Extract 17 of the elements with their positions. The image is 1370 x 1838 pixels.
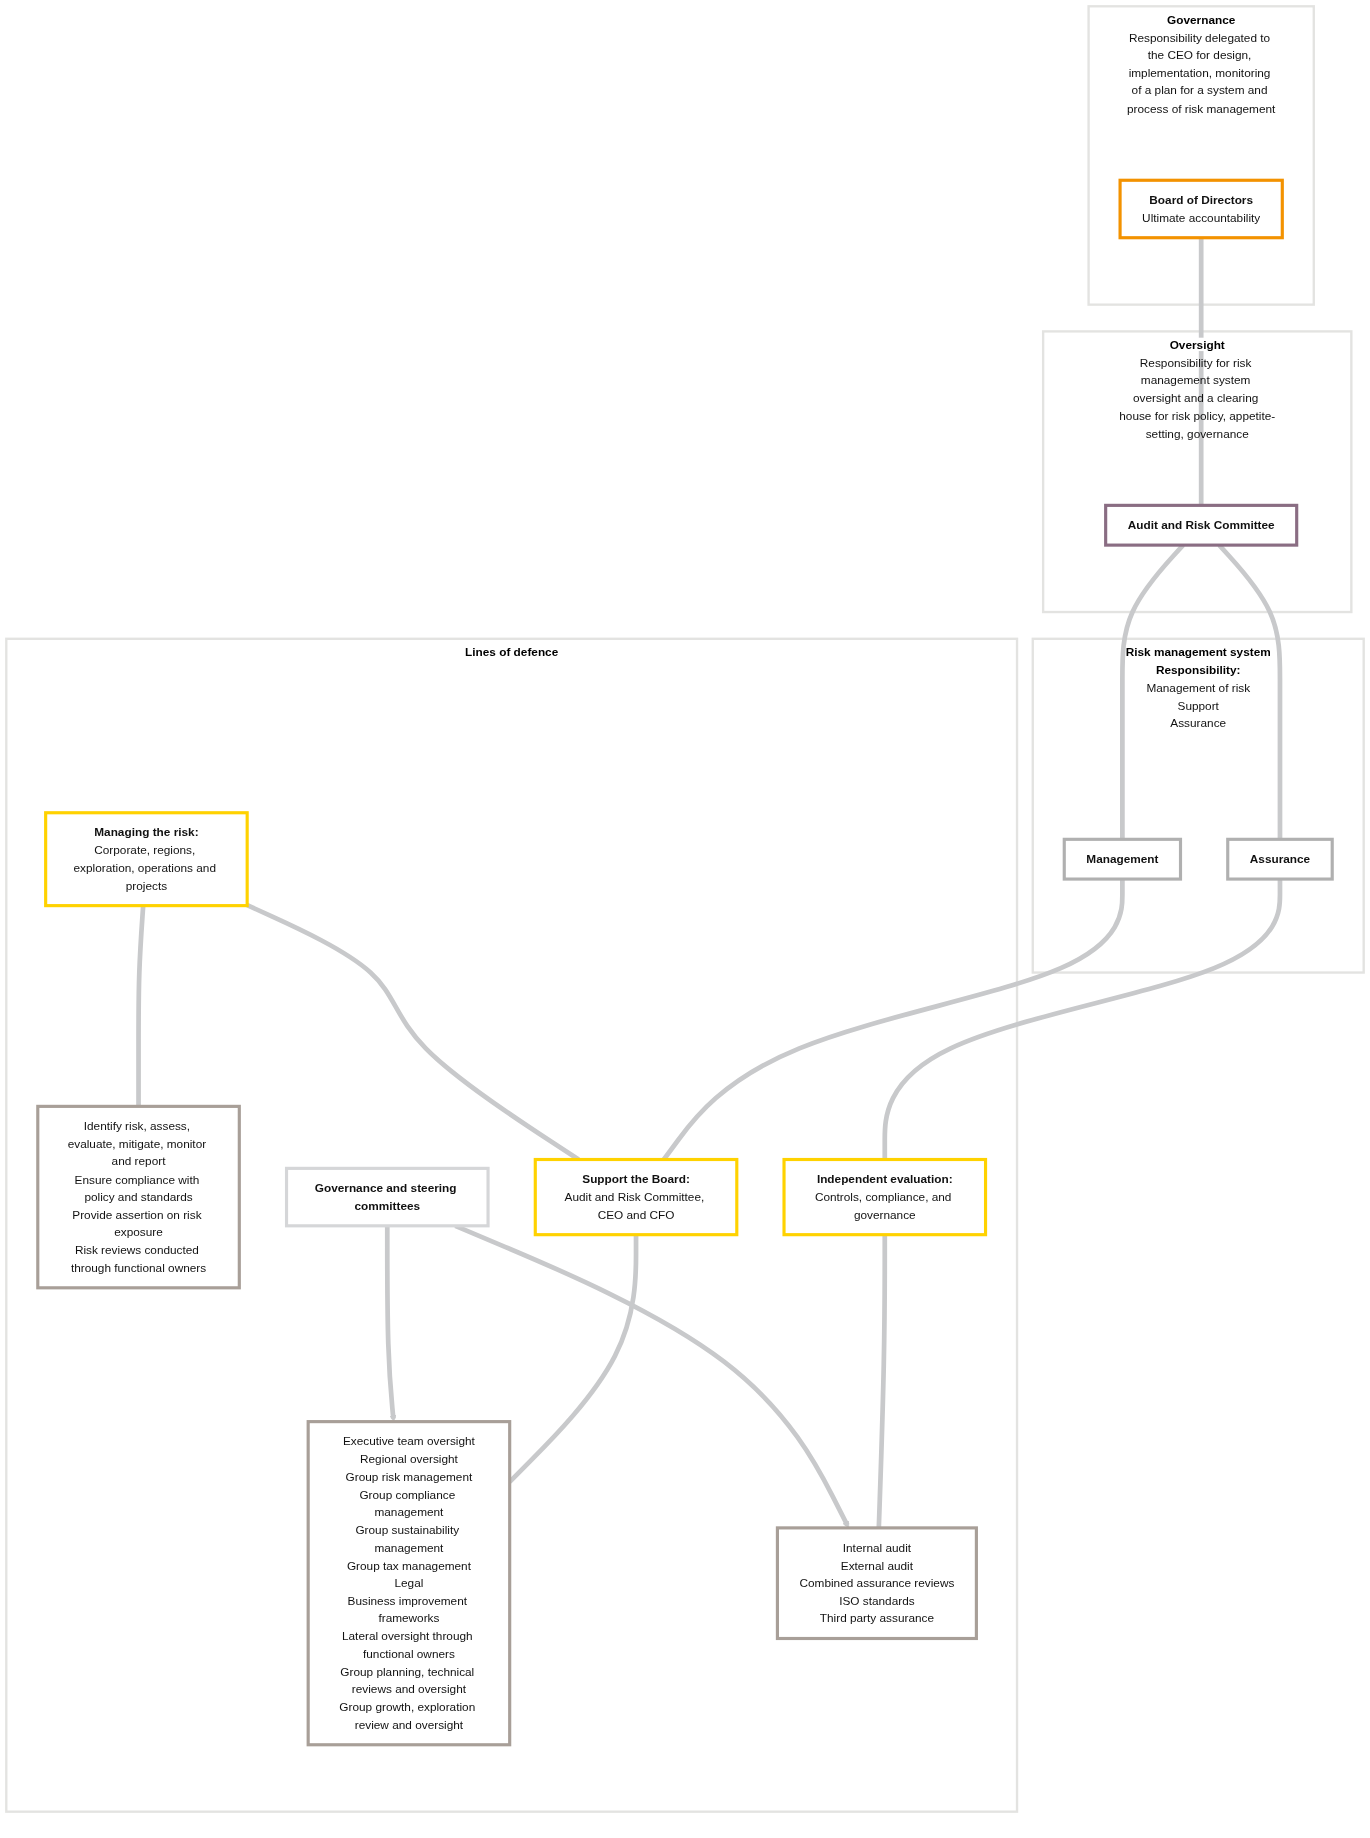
node-box: Independent evaluation: Controls, compliance, and governance <box>782 1157 988 1237</box>
node-box: Support the Board: Audit and Risk Committee, CEO and CFO <box>533 1157 739 1237</box>
connector <box>136 905 146 1107</box>
node-box: Identify risk, assess, evaluate, mitigate, monitor and report Ensure compliance with policy and standards Provide assertion on risk exposure Risk reviews conducted through functional owners <box>36 1104 241 1290</box>
node-box: Internal audit External audit Combined assurance reviews ISO standards Third party assurance <box>775 1526 978 1641</box>
connector <box>882 879 1283 1160</box>
node-box: Audit and Risk Committee <box>1104 503 1299 547</box>
connector <box>1198 237 1204 506</box>
node-box: Managing the risk: Corporate, regions, exploration, operations and projects <box>44 811 249 908</box>
node-box: Management <box>1062 837 1183 881</box>
node-box: Assurance <box>1226 837 1334 881</box>
node-box: Board of Directors Ultimate accountability <box>1118 178 1284 240</box>
arrow <box>384 1225 397 1422</box>
connector <box>508 1234 639 1484</box>
connector <box>876 1234 888 1528</box>
node-box: Governance and steering committees <box>284 1166 490 1228</box>
node-box: Executive team oversight Regional oversight Group risk management Group compliance management Group sustainability management Group tax management Legal Business improvement frameworks Lateral oversight through functional owners Group planning, technical reviews and oversight Group growth, exploration review and oversight <box>306 1420 512 1747</box>
